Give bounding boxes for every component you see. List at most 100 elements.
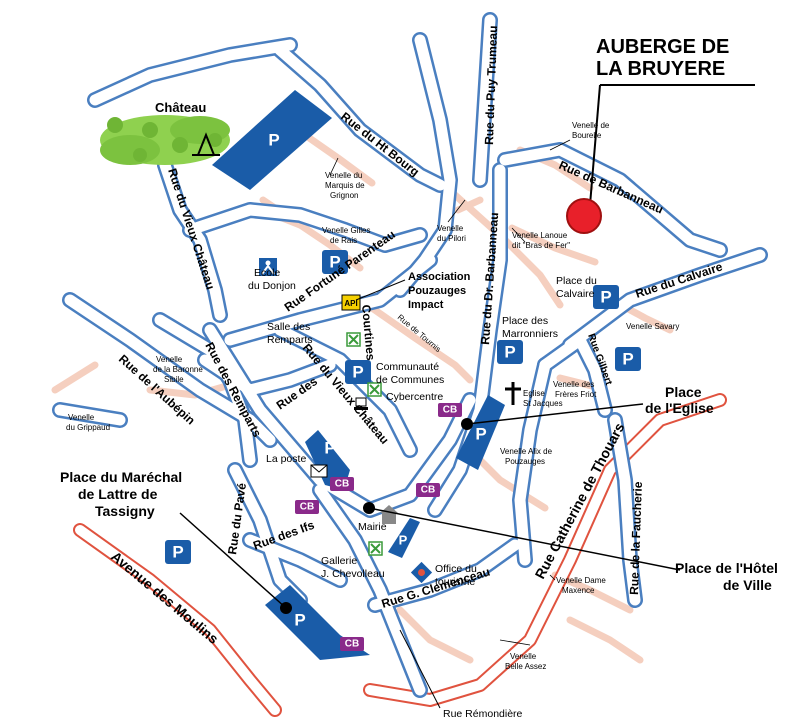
venelle-belle-line1: Venelle [510, 652, 537, 661]
cb-badge-marechal: CB [340, 637, 364, 651]
venelle-baronne-line3: Sibile [164, 375, 184, 384]
svg-text:P: P [600, 288, 611, 307]
venelle-lanoue-line1: Venelle Lanoue [512, 231, 568, 240]
mail-icon [310, 464, 328, 478]
svg-text:CB: CB [421, 485, 435, 496]
place-hotel-de-ville-line1: Place de l'Hôtel [675, 560, 778, 576]
cb-badge-poste: CB [330, 477, 354, 491]
place-marechal-line1: Place du Maréchal [60, 469, 182, 485]
communaute-line1: Communauté [376, 361, 439, 373]
svg-text:P: P [324, 439, 335, 458]
salle-line2: Remparts [267, 334, 313, 346]
venelle-leaders [329, 139, 571, 646]
parking-eglise[interactable]: P [456, 395, 505, 470]
cb-badge-eglise: CB [438, 403, 462, 417]
eglise-st-jacques-line1: Eglise [523, 389, 545, 398]
svg-text:CB: CB [345, 639, 359, 650]
place-eglise-line1: Place [665, 384, 702, 400]
hotel-name-line2: LA BRUYERE [596, 58, 725, 80]
venelle-dame-line1: Venelle Dame [556, 576, 606, 585]
eglise-pointer [461, 403, 644, 430]
chateau-trees [100, 115, 230, 165]
svg-text:P: P [475, 425, 486, 444]
parking-moulins[interactable]: P [165, 540, 191, 564]
remondiere-pointer [399, 629, 441, 709]
la-poste-label: La poste [266, 453, 306, 465]
castle-icon [192, 132, 220, 156]
cb-badge-pave: CB [295, 500, 319, 514]
place-calvaire-line2: Calvaire [556, 288, 595, 300]
venelle-freres-line1: Venelle des [553, 380, 594, 389]
svg-text:P: P [352, 363, 363, 382]
venelle-pilori-line1: Venelle [437, 224, 464, 233]
hotel-de-ville-pointer [363, 502, 681, 571]
venelle-belle-line2: Belle Assez [505, 662, 546, 671]
parking-communaute[interactable]: P [345, 360, 371, 384]
hotel-marker[interactable] [566, 84, 755, 234]
parking-calvaire[interactable]: P [593, 285, 619, 309]
association-line1: Association [408, 271, 471, 283]
street-puy-trumeau: Rue du Puy Trumeau [482, 25, 500, 145]
venelle-marquis-line2: Marquis de [325, 181, 365, 190]
venelle-grippaud-line1: Venelle [68, 413, 95, 422]
venelle-alix-line2: Pouzauges [505, 457, 545, 466]
parking-hotel-de-ville[interactable]: P [388, 518, 420, 558]
galerie-line1: Gallerie [321, 555, 357, 567]
place-hotel-de-ville-line2: de Ville [723, 577, 772, 593]
school-icon [259, 258, 277, 276]
venelle-bourelle-line1: Venelle de [572, 121, 610, 130]
galerie-line2: J. Chevolleau [321, 568, 385, 580]
mairie-label: Mairie [358, 521, 387, 533]
venelle-pilori-line2: du Pilori [437, 234, 466, 243]
venelle-freres-line2: Frères Friot [555, 390, 597, 399]
venelle-savary: Venelle Savary [626, 322, 679, 331]
parking-savary[interactable]: P [615, 347, 641, 371]
cybercentre-label: Cybercentre [386, 391, 443, 403]
parking-haut-bourg[interactable]: P [212, 90, 332, 190]
place-marechal-line2: de Lattre de [78, 486, 158, 502]
communaute-line2: de Communes [376, 374, 444, 386]
street-courtines: Courtines [359, 304, 378, 361]
streets [52, 12, 768, 698]
venelle-dame-line2: Maxence [562, 586, 595, 595]
venelle-gilles-line1: Venelle Gilles [322, 226, 370, 235]
venelle-lanoue-line2: dit "Bras de Fer" [512, 241, 570, 250]
venelle-bourelle-line2: Bourelle [572, 131, 602, 140]
street-moulins: Avenue des Moulins [108, 548, 222, 647]
svg-text:P: P [268, 131, 279, 150]
parking-donjon[interactable]: P [322, 250, 348, 274]
hotel-name-line1: AUBERGE DE [596, 36, 729, 58]
place-eglise-line2: de l'Eglise [645, 400, 714, 416]
salle-line1: Salle des [267, 321, 310, 333]
cb-badge-mairie: CB [416, 483, 440, 497]
api-icon: API [341, 294, 361, 311]
parking-marronniers[interactable]: P [497, 340, 523, 364]
wifi-green-icon-communaute [367, 382, 382, 397]
svg-text:P: P [622, 350, 633, 369]
venelle-gilles-line2: de Rais [330, 236, 357, 245]
ecole-line1: Ecole [254, 267, 280, 279]
venelle-marquis-line1: Venelle du [325, 171, 362, 180]
chateau-label: Château [155, 100, 206, 115]
eglise-st-jacques-line2: St Jacques [523, 399, 563, 408]
association-line3: Impact [408, 299, 444, 311]
marechal-pointer [179, 512, 292, 614]
street-remondiere: Rue Rémondière [443, 708, 523, 720]
cb-badges: CB CB CB CB CB [295, 403, 462, 651]
svg-text:CB: CB [300, 502, 314, 513]
svg-text:P: P [504, 343, 515, 362]
street-calvaire: Rue du Calvaire [634, 259, 725, 300]
marronniers-line2: Marronniers [502, 328, 558, 340]
street-faucherie: Rue de la Faucherie [627, 481, 645, 595]
venelle-baronne-line1: Venelle [156, 355, 183, 364]
svg-text:P: P [399, 533, 408, 548]
marronniers-line1: Place des [502, 315, 548, 327]
ecole-line2: du Donjon [248, 280, 296, 292]
office-line1: Office du [435, 563, 477, 575]
svg-text:P: P [172, 543, 183, 562]
parking-la-poste[interactable]: P [305, 430, 350, 490]
venelle-marquis-line3: Grignon [330, 191, 358, 200]
tourism-info-icon [410, 561, 433, 584]
venelle-baronne-line2: de la Baronne [153, 365, 203, 374]
